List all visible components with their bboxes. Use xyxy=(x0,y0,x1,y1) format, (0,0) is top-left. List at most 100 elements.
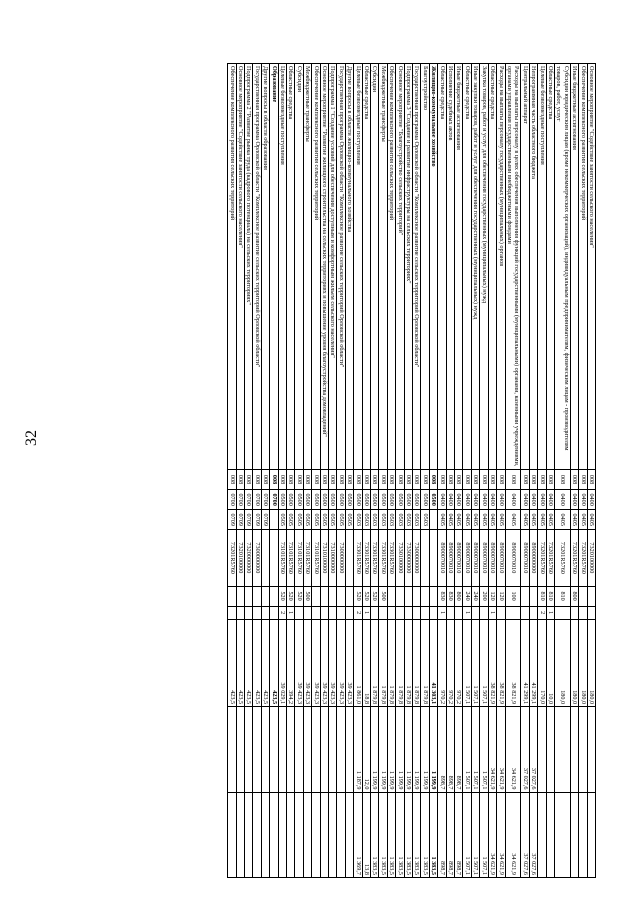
ministry-code: 008 xyxy=(353,469,363,490)
ministry-code: 008 xyxy=(286,469,295,490)
row-name: Основное мероприятие "Благоустройство се… xyxy=(395,63,405,470)
expense-type: 520 xyxy=(353,586,363,607)
ministry-code: 008 xyxy=(336,469,346,490)
amount-year-2: 34 621,9 xyxy=(505,706,521,793)
expense-type xyxy=(520,586,530,607)
section-code: 0700 xyxy=(227,489,237,510)
ministry-code: 008 xyxy=(479,469,489,490)
row-name: Расходы на выплаты персоналу государстве… xyxy=(496,63,506,470)
funding-source xyxy=(429,606,438,620)
funding-source xyxy=(328,606,337,620)
subsection-code: 0405 xyxy=(529,509,538,530)
subsection-code: 0503 xyxy=(404,509,413,530)
amount-year-2 xyxy=(252,706,262,793)
row-name: Другие вопросы в области образования xyxy=(261,63,270,470)
ministry-code: 008 xyxy=(471,469,480,490)
amount-year-2 xyxy=(227,706,237,793)
funding-source: 2 xyxy=(278,606,287,620)
amount-year-2 xyxy=(537,706,547,793)
target-article: 7300000000 xyxy=(336,529,346,587)
funding-source xyxy=(404,606,413,620)
subsection-code: 0505 xyxy=(294,509,304,530)
table-row: Государственная программа Орловской обла… xyxy=(336,63,346,878)
row-name: Обеспечение комплексного развития сельск… xyxy=(578,63,588,470)
section-code: 0700 xyxy=(252,489,262,510)
expense-type: 120 xyxy=(488,586,497,607)
section-code: 0500 xyxy=(286,489,295,510)
amount-year-2 xyxy=(269,706,279,793)
amount-year-1: 423,5 xyxy=(269,619,279,707)
subsection-code: 0709 xyxy=(252,509,262,530)
ministry-code: 008 xyxy=(269,469,279,490)
target-article: 8900070010 xyxy=(437,529,447,587)
row-name: Основное мероприятие "Содействие занятос… xyxy=(587,63,596,470)
amount-year-2: 37 027,6 xyxy=(529,706,538,793)
amount-year-1: 1 861,0 xyxy=(353,619,363,707)
subsection-code: 0405 xyxy=(587,509,596,530)
expense-type xyxy=(252,586,262,607)
section-code: 0500 xyxy=(362,489,371,510)
subsection-code: 0405 xyxy=(505,509,521,530)
row-name: Областные средства xyxy=(488,63,497,470)
expense-type xyxy=(236,586,245,607)
ministry-code: 008 xyxy=(328,469,337,490)
target-article: 8900070010 xyxy=(446,529,455,587)
target-article xyxy=(429,529,438,587)
ministry-code: 008 xyxy=(362,469,371,490)
target-article: 73301R5760 xyxy=(378,529,388,587)
amount-year-1: 423,5 xyxy=(236,619,245,707)
amount-year-2 xyxy=(345,706,354,793)
ministry-code: 008 xyxy=(345,469,354,490)
amount-year-2: 1 199,9 xyxy=(387,706,396,793)
row-name: Закупка товаров, работ и услуг для обесп… xyxy=(479,63,489,470)
row-name: Государственная программа Орловской обла… xyxy=(252,63,262,470)
subsection-code: 0709 xyxy=(236,509,245,530)
funding-source xyxy=(320,606,329,620)
funding-source xyxy=(236,606,245,620)
table-row: Расходы на выплаты персоналу в целях обе… xyxy=(505,63,521,878)
amount-year-2: 1 507,1 xyxy=(463,706,472,793)
table-row: Субсидии юридическим лицам (кроме некомм… xyxy=(554,63,571,878)
section-code: 0400 xyxy=(454,489,463,510)
amount-year-2: 898,7 xyxy=(437,706,447,793)
expense-type xyxy=(387,586,396,607)
expense-type: 830 xyxy=(446,586,455,607)
amount-year-1: 1 879,8 xyxy=(378,619,388,707)
funding-source xyxy=(269,606,279,620)
ministry-code: 008 xyxy=(529,469,538,490)
funding-source xyxy=(554,606,571,620)
funding-source xyxy=(294,606,304,620)
amount-year-3 xyxy=(278,792,287,878)
funding-source xyxy=(505,606,521,620)
ministry-code: 008 xyxy=(320,469,329,490)
amount-year-3: 34 621,9 xyxy=(488,792,497,878)
amount-year-3: 1 383,5 xyxy=(412,792,421,878)
section-code: 0400 xyxy=(546,489,555,510)
amount-year-3: 1 383,5 xyxy=(395,792,405,878)
section-code: 0400 xyxy=(537,489,547,510)
row-name: Межбюджетные трансферты xyxy=(378,63,388,470)
ministry-code: 008 xyxy=(252,469,262,490)
section-code: 0400 xyxy=(446,489,455,510)
amount-year-1: 180,0 xyxy=(570,619,579,707)
expense-type: 200 xyxy=(479,586,489,607)
row-name: Исполнение судебных актов xyxy=(446,63,455,470)
target-article: 8900000000 xyxy=(529,529,538,587)
amount-year-1: 1 879,8 xyxy=(387,619,396,707)
row-name: Государственная программа Орловской обла… xyxy=(412,63,421,470)
funding-source xyxy=(520,606,530,620)
subsection-code: 0709 xyxy=(227,509,237,530)
row-name: Подпрограмма 2 "Развитие рынка труда (ка… xyxy=(244,63,253,470)
section-code: 0700 xyxy=(269,489,279,510)
row-name: Обеспечение комплексного развития сельск… xyxy=(387,63,396,470)
funding-source: 1 xyxy=(437,606,447,620)
table-row: Обеспечение комплексного развития сельск… xyxy=(311,63,321,878)
expense-type xyxy=(269,586,279,607)
amount-year-1: 41 299,1 xyxy=(529,619,538,707)
